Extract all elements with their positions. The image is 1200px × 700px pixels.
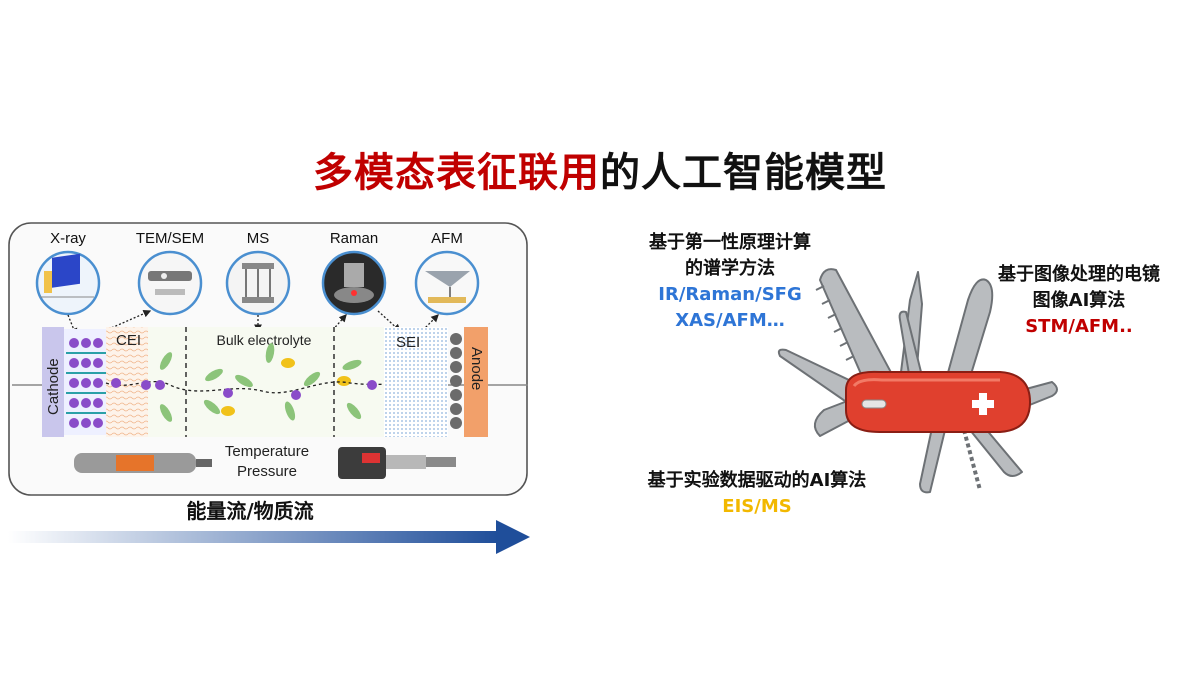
- battery-diagram: X-ray TEM/SEM MS Raman AFM: [8, 222, 528, 496]
- temperature-label: Temperature: [225, 443, 309, 460]
- anion-molecules: [221, 358, 351, 416]
- anode-particles: [450, 333, 462, 429]
- sei-label: SEI: [396, 334, 420, 351]
- anode-bar: [464, 327, 488, 437]
- knife-bottom-line1: 基于实验数据驱动的AI算法: [647, 470, 867, 491]
- knife-right-caption: 基于图像处理的电镜 图像AI算法 STM/AFM..: [974, 262, 1184, 340]
- knife-left-caption: 基于第一性原理计算 的谱学方法 IR/Raman/SFG XAS/AFM…: [600, 230, 860, 334]
- knife-right-line2: 图像AI算法: [1032, 290, 1126, 311]
- page-title: 多模态表征联用的人工智能模型: [0, 140, 1200, 198]
- solvent-molecules: [159, 343, 362, 422]
- ms-image: [225, 250, 291, 316]
- technique-label-raman: Raman: [330, 230, 378, 247]
- pressure-sensor-image: [338, 447, 456, 479]
- cathode-lattice: [64, 329, 106, 435]
- knife-left-line2: 的谱学方法: [685, 258, 775, 279]
- flow-arrow: [8, 520, 530, 554]
- sei-region: [384, 327, 448, 437]
- flow-label: 能量流/物质流: [186, 499, 314, 523]
- swiss-cross-icon: [972, 393, 994, 415]
- afm-image: [414, 250, 480, 316]
- title-accent: 多模态表征联用: [313, 150, 600, 196]
- swiss-knife-illustration: [777, 268, 1058, 494]
- knife-left-line1: 基于第一性原理计算: [649, 232, 811, 253]
- ion-path: [105, 380, 451, 394]
- xray-image: [35, 250, 101, 316]
- knife-bottom-caption: 基于实验数据驱动的AI算法 EIS/MS: [612, 468, 902, 520]
- technique-label-xray: X-ray: [50, 230, 86, 247]
- anode-label: Anode: [468, 347, 485, 390]
- technique-label-temsem: TEM/SEM: [136, 230, 204, 247]
- knife-bottom-methods: EIS/MS: [722, 496, 792, 517]
- pressure-label: Pressure: [237, 463, 297, 480]
- technique-label-afm: AFM: [431, 230, 463, 247]
- bulk-label: Bulk electrolyte: [217, 332, 312, 348]
- technique-label-ms: MS: [247, 230, 270, 247]
- cei-label: CEI: [116, 332, 141, 349]
- cathode-bar: [42, 327, 64, 437]
- knife-handle: [845, 370, 1032, 433]
- raman-image: [321, 250, 387, 316]
- knife-right-line1: 基于图像处理的电镜: [998, 264, 1160, 285]
- cathode-label: Cathode: [45, 358, 62, 415]
- temperature-sensor-image: [74, 453, 212, 473]
- title-rest: 的人工智能模型: [600, 150, 887, 196]
- knife-right-methods: STM/AFM..: [1025, 316, 1133, 337]
- knife-left-methods1: IR/Raman/SFG: [658, 284, 802, 305]
- tem-sem-image: [137, 250, 203, 316]
- knife-left-methods2: XAS/AFM…: [675, 310, 785, 331]
